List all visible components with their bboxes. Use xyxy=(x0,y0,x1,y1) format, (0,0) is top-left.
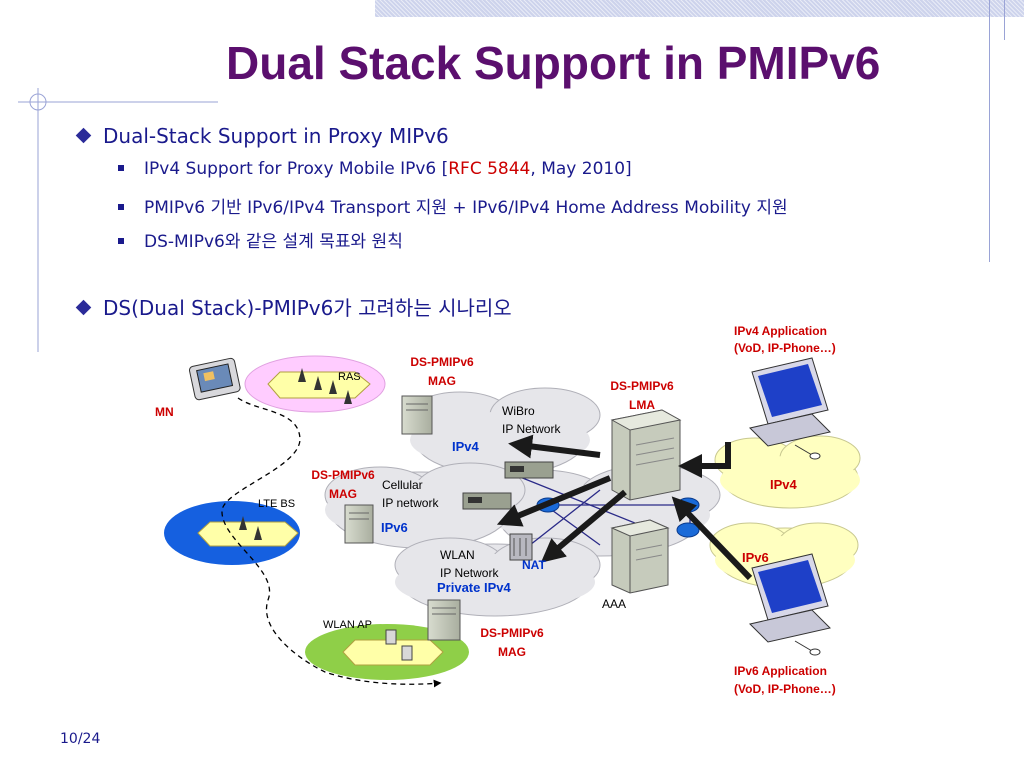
mag-mid-label-2: MAG xyxy=(329,487,357,501)
subbullet-ipv4-support: IPv4 Support for Proxy Mobile IPv6 [RFC … xyxy=(118,159,632,179)
nat-device-icon xyxy=(509,533,533,561)
ipv6-to-lma-arrow xyxy=(671,496,753,581)
wlan-ap-label: WLAN AP xyxy=(323,619,372,631)
wlan-ap-area xyxy=(305,624,469,680)
right-frame-line xyxy=(989,0,990,262)
header-pattern-band xyxy=(375,0,1024,17)
ipv4-app-label-2: (VoD, IP-Phone…) xyxy=(734,341,836,355)
right-frame-line-2 xyxy=(1004,0,1005,40)
mag-top-server-icon xyxy=(401,395,433,435)
mag-bottom-server-icon xyxy=(427,599,461,641)
bullet-text: DS(Dual Stack)-PMIPv6가 고려하는 시나리오 xyxy=(103,296,512,320)
ipv6-app-label-2: (VoD, IP-Phone…) xyxy=(734,682,836,696)
lma-label-2: LMA xyxy=(629,398,655,412)
lte-bs-label: LTE BS xyxy=(258,498,295,510)
rfc-reference: RFC 5844 xyxy=(448,159,531,179)
right-ipv4-label: IPv4 xyxy=(770,477,798,492)
private-ipv4-label: Private IPv4 xyxy=(437,580,511,595)
lma-server-icon xyxy=(610,409,682,501)
bullet-dual-stack: Dual-Stack Support in Proxy MIPv6 xyxy=(75,124,449,148)
wibro-label-2: IP Network xyxy=(502,422,561,436)
page-number: 10/24 xyxy=(60,731,101,747)
right-ipv6-label: IPv6 xyxy=(742,550,769,565)
subbullet-text: DS-MIPv6와 같은 설계 목표와 원칙 xyxy=(144,232,403,252)
mag-top-label-2: MAG xyxy=(428,374,456,388)
subbullet-pmipv6-transport: PMIPv6 기반 IPv6/IPv4 Transport 지원 + IPv6/… xyxy=(118,193,788,218)
ipv6-network-label: IPv6 xyxy=(381,520,408,535)
ipv4-to-lma-arrow xyxy=(678,442,731,478)
ipv4-network-label: IPv4 xyxy=(452,439,480,454)
wibro-ipv4-cloud xyxy=(404,387,601,476)
wlan-ap-icon xyxy=(385,629,397,645)
wlan-label: WLAN xyxy=(440,548,475,562)
mag-mid-server-icon xyxy=(344,504,374,544)
mn-label: MN xyxy=(155,405,174,419)
cellular-label: Cellular xyxy=(382,478,423,492)
wlan-label-2: IP Network xyxy=(440,566,499,580)
mag-bottom-label-2: MAG xyxy=(498,645,526,659)
lma-tunnel-arrows xyxy=(496,434,627,563)
wibro-label: WiBro xyxy=(502,404,535,418)
subbullet-ds-mipv6: DS-MIPv6와 같은 설계 목표와 원칙 xyxy=(118,227,403,252)
cellular-router-icon xyxy=(462,492,512,510)
slide-title: Dual Stack Support in PMIPv6 xyxy=(226,37,881,89)
square-bullet-icon xyxy=(118,238,124,244)
cellular-label-2: IP network xyxy=(382,496,439,510)
ipv4-app-label: IPv4 Application xyxy=(734,324,827,338)
ipv6-app-label: IPv6 Application xyxy=(734,664,827,678)
wibro-router-icon xyxy=(504,461,554,479)
bullet-scenario: DS(Dual Stack)-PMIPv6가 고려하는 시나리오 xyxy=(75,292,512,321)
subbullet-text-end: , May 2010] xyxy=(530,159,632,179)
ras-label: RAS xyxy=(338,371,361,383)
nat-label: NAT xyxy=(522,558,546,572)
right-ipv4-cloud xyxy=(714,435,861,509)
lte-tower-icon xyxy=(239,516,262,540)
square-bullet-icon xyxy=(118,204,124,210)
ras-tower-icon xyxy=(298,368,352,404)
ipv6-client-computer-icon xyxy=(749,553,831,656)
aaa-server-icon xyxy=(610,519,670,594)
ipv4-client-computer-icon xyxy=(749,357,831,460)
bullet-text: Dual-Stack Support in Proxy MIPv6 xyxy=(103,124,449,148)
subbullet-text: IPv4 Support for Proxy Mobile IPv6 [ xyxy=(144,159,449,179)
mn-device-icon xyxy=(189,357,241,401)
square-bullet-icon xyxy=(118,165,124,171)
lma-label: DS-PMIPv6 xyxy=(610,379,674,393)
subbullet-text: PMIPv6 기반 IPv6/IPv4 Transport 지원 + IPv6/… xyxy=(144,198,788,218)
mag-bottom-label: DS-PMIPv6 xyxy=(480,626,544,640)
ras-area xyxy=(244,355,386,413)
mag-top-label: DS-PMIPv6 xyxy=(410,355,474,369)
lte-area xyxy=(164,501,300,565)
aaa-label: AAA xyxy=(602,597,626,611)
mag-mid-label: DS-PMIPv6 xyxy=(311,468,375,482)
